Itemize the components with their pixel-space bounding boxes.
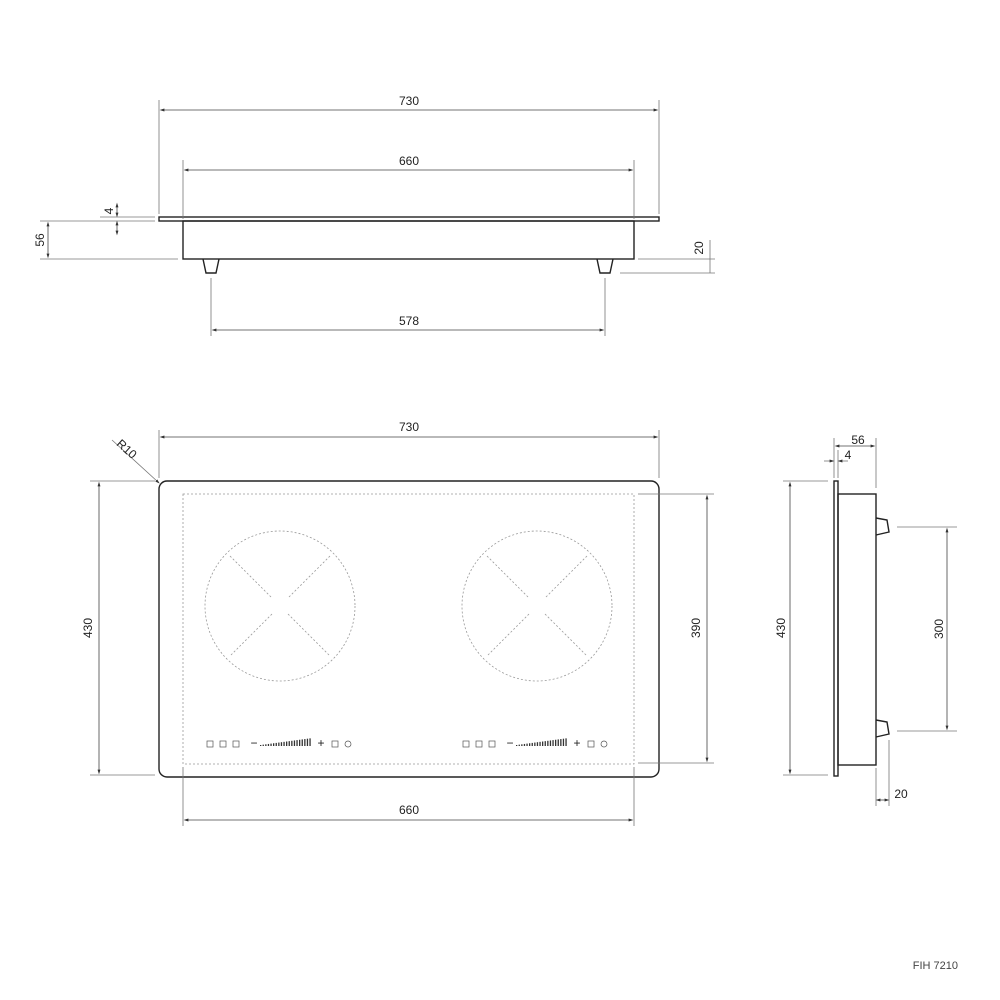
foot-top: [875, 517, 890, 536]
lock-icon[interactable]: [232, 740, 240, 748]
power-level-bar[interactable]: [523, 743, 526, 746]
pause-icon[interactable]: [475, 740, 483, 748]
power-level-bar[interactable]: [542, 741, 544, 747]
body-outline: [182, 493, 635, 765]
power-level-bar[interactable]: [262, 744, 264, 746]
power-level-bar[interactable]: [304, 739, 306, 746]
power-icon[interactable]: [462, 740, 470, 748]
dim-feet-height: 20: [692, 241, 706, 255]
cooking-zone-left: [204, 530, 356, 682]
power-level-bar[interactable]: [260, 745, 262, 746]
dim-body-depth: 390: [689, 618, 703, 638]
glass-outline: [158, 480, 660, 778]
dim-corner-radius: R10: [114, 436, 140, 461]
plus-button[interactable]: +: [573, 736, 580, 750]
dim-feet-spacing: 578: [399, 314, 419, 328]
boost-icon[interactable]: [600, 740, 608, 748]
power-level-bar[interactable]: [280, 742, 283, 746]
dim-total-height: 56: [851, 433, 865, 447]
power-level-bar[interactable]: [562, 738, 565, 746]
power-level-bar[interactable]: [516, 745, 518, 746]
power-level-bar[interactable]: [557, 739, 559, 746]
power-level-bar[interactable]: [549, 740, 552, 746]
dim-total-height: 56: [33, 233, 47, 247]
power-level-bar[interactable]: [278, 742, 280, 746]
power-level-bar[interactable]: [531, 742, 533, 746]
model-number: FIH 7210: [912, 960, 958, 972]
foot-right: [596, 258, 614, 274]
boost-icon[interactable]: [344, 740, 352, 748]
power-level-bar[interactable]: [555, 739, 557, 746]
power-level-bar[interactable]: [536, 742, 539, 746]
lock-icon[interactable]: [488, 740, 496, 748]
control-panel: −+: [462, 736, 608, 750]
body: [182, 220, 635, 260]
power-level-bar[interactable]: [270, 743, 272, 746]
dim-feet-height: 20: [894, 787, 908, 801]
dim-feet-spacing: 300: [932, 619, 946, 639]
dim-body-width: 660: [399, 803, 419, 817]
dim-overall-depth: 430: [81, 618, 95, 638]
power-level-bar[interactable]: [275, 742, 277, 746]
power-level-bar[interactable]: [301, 739, 303, 746]
power-level-bar[interactable]: [544, 741, 546, 746]
power-level-bar[interactable]: [526, 743, 528, 746]
power-level-bar[interactable]: [296, 740, 298, 746]
power-level-bar[interactable]: [521, 744, 523, 746]
side-view: 56 4 430 300 20: [774, 433, 957, 806]
power-level-bar[interactable]: [534, 742, 536, 746]
timer-icon[interactable]: [587, 740, 595, 748]
minus-button[interactable]: −: [250, 736, 257, 750]
power-level-bar[interactable]: [552, 740, 554, 746]
dim-overall-width: 730: [399, 94, 419, 108]
power-level-bar[interactable]: [306, 738, 309, 746]
power-level-bar[interactable]: [288, 741, 290, 746]
power-level-bar[interactable]: [283, 741, 285, 746]
power-level-bar[interactable]: [286, 741, 288, 747]
control-panel: −+: [206, 736, 352, 750]
body-side: [837, 493, 877, 766]
cooking-zone-right: [461, 530, 613, 682]
power-icon[interactable]: [206, 740, 214, 748]
timer-icon[interactable]: [331, 740, 339, 748]
dim-overall-depth: 430: [774, 618, 788, 638]
front-view: 730 660 578 4 56 20: [33, 94, 715, 336]
dim-overall-width: 730: [399, 420, 419, 434]
power-level-bar[interactable]: [265, 744, 267, 746]
power-level-bar[interactable]: [291, 740, 293, 746]
power-level-bar[interactable]: [560, 739, 562, 746]
foot-left: [202, 258, 220, 274]
power-level-bar[interactable]: [529, 743, 531, 746]
pause-icon[interactable]: [219, 740, 227, 748]
top-view: −+−+ 730 R10 430 390 660: [81, 420, 714, 826]
plus-button[interactable]: +: [317, 736, 324, 750]
dim-glass-thickness: 4: [102, 207, 116, 214]
dim-glass-thickness: 4: [845, 448, 852, 462]
power-level-bar[interactable]: [547, 740, 549, 746]
foot-bottom: [875, 719, 890, 738]
power-level-bar[interactable]: [293, 740, 296, 746]
minus-button[interactable]: −: [506, 736, 513, 750]
power-level-bar[interactable]: [267, 743, 270, 746]
dim-body-width: 660: [399, 154, 419, 168]
power-level-bar[interactable]: [518, 744, 520, 746]
power-level-bar[interactable]: [539, 741, 541, 746]
power-level-bar[interactable]: [565, 738, 567, 746]
power-level-bar[interactable]: [273, 743, 275, 746]
power-level-bar[interactable]: [299, 739, 301, 746]
power-level-bar[interactable]: [309, 738, 311, 746]
